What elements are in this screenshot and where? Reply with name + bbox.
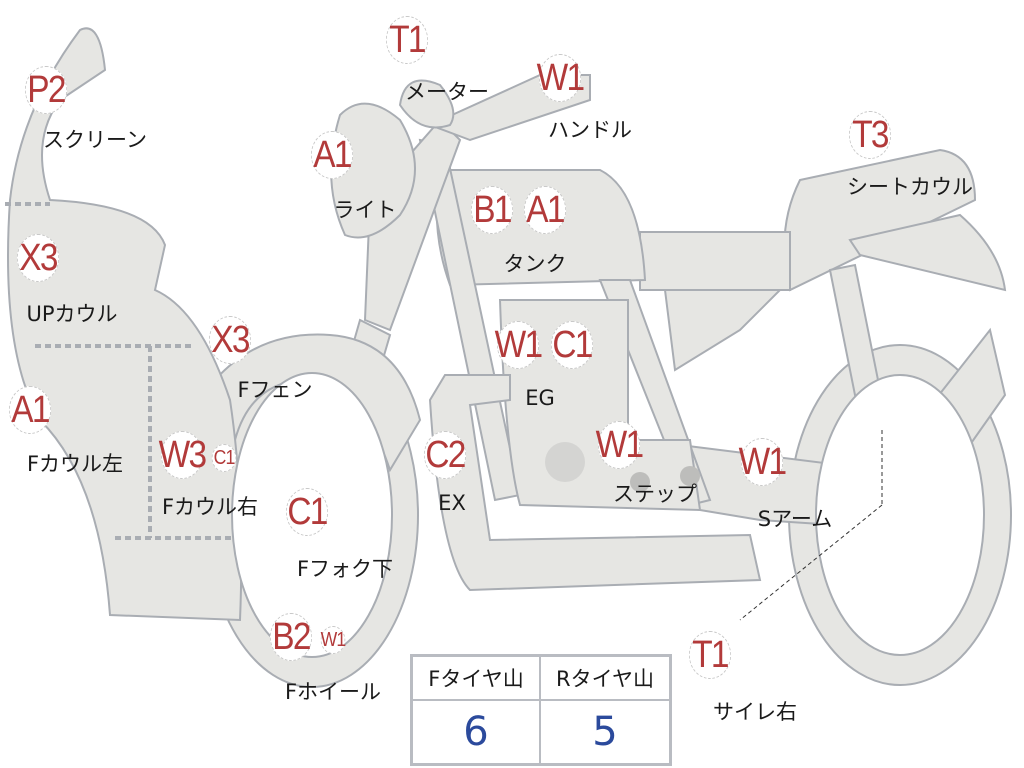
code-badge-swing-arm: W1 xyxy=(739,438,787,486)
label-f-fender: Fフェン xyxy=(237,378,313,402)
code-badge-seat-cowl: T3 xyxy=(848,111,892,159)
label-light: ライト xyxy=(333,198,397,222)
label-f-cowl-left: Fカウル左 xyxy=(26,452,124,476)
silencer-leader-line xyxy=(739,430,883,621)
seat-shape xyxy=(639,231,791,291)
label-meter: メーター xyxy=(405,80,489,104)
code-badge-tank-2: A1 xyxy=(523,186,567,234)
code-badge-f-cowl-right-1: W3 xyxy=(159,431,207,479)
label-seat-cowl: シートカウル xyxy=(847,175,973,199)
code-badge-engine-2: C1 xyxy=(550,321,593,369)
light-shape xyxy=(330,102,416,239)
header-rear-tire: Rタイヤ山 xyxy=(541,657,669,701)
label-f-fork-lower: Fフォク下 xyxy=(296,557,394,581)
code-badge-exhaust: C2 xyxy=(423,431,466,479)
label-silencer-right: サイレ右 xyxy=(713,700,797,724)
code-badge-silencer-right: T1 xyxy=(688,631,732,679)
code-badge-f-fender: X3 xyxy=(208,316,252,364)
code-badge-f-wheel-1: B2 xyxy=(269,613,313,661)
label-screen: スクリーン xyxy=(43,128,147,152)
label-handle: ハンドル xyxy=(548,118,632,142)
cowl-seams xyxy=(5,202,235,540)
step-peg-rear xyxy=(680,466,700,486)
engine-cover-circle xyxy=(545,442,585,482)
code-badge-light: A1 xyxy=(310,131,354,179)
rear-wheel-inner xyxy=(815,374,985,656)
label-up-cowl: UPカウル xyxy=(26,302,118,326)
step-peg-front xyxy=(630,472,650,492)
code-badge-meter: T1 xyxy=(385,16,429,64)
label-engine: EG xyxy=(525,386,555,410)
code-badge-step: W1 xyxy=(596,421,644,469)
label-step: ステップ xyxy=(613,482,697,506)
code-badge-f-wheel-2: W1 xyxy=(320,626,346,654)
value-front-tire: 6 xyxy=(413,701,541,763)
code-badge-f-cowl-right-2: C1 xyxy=(211,444,237,472)
code-badge-tank-1: B1 xyxy=(470,186,514,234)
code-badge-up-cowl: X3 xyxy=(16,234,60,282)
label-swing-arm: Sアーム xyxy=(757,507,833,531)
label-f-wheel: Fホイール xyxy=(284,680,382,704)
code-badge-engine-1: W1 xyxy=(495,321,543,369)
front-fork-upper-shape xyxy=(363,118,462,332)
header-front-tire: Fタイヤ山 xyxy=(413,657,541,701)
side-cover-shape xyxy=(663,289,783,372)
meter-shape xyxy=(398,79,455,129)
code-badge-screen: P2 xyxy=(24,66,68,114)
code-badge-f-cowl-left: A1 xyxy=(8,386,52,434)
front-fender-shape xyxy=(213,333,422,473)
label-tank: タンク xyxy=(503,252,567,276)
code-badge-f-fork-lower: C1 xyxy=(285,488,328,536)
code-badge-handle: W1 xyxy=(537,54,585,102)
label-f-cowl-right: Fカウル右 xyxy=(161,495,259,519)
tail-shape xyxy=(848,213,1007,292)
label-exhaust: EX xyxy=(438,491,466,515)
tire-tread-table: Fタイヤ山 Rタイヤ山 6 5 xyxy=(410,654,672,766)
value-rear-tire: 5 xyxy=(592,709,618,755)
